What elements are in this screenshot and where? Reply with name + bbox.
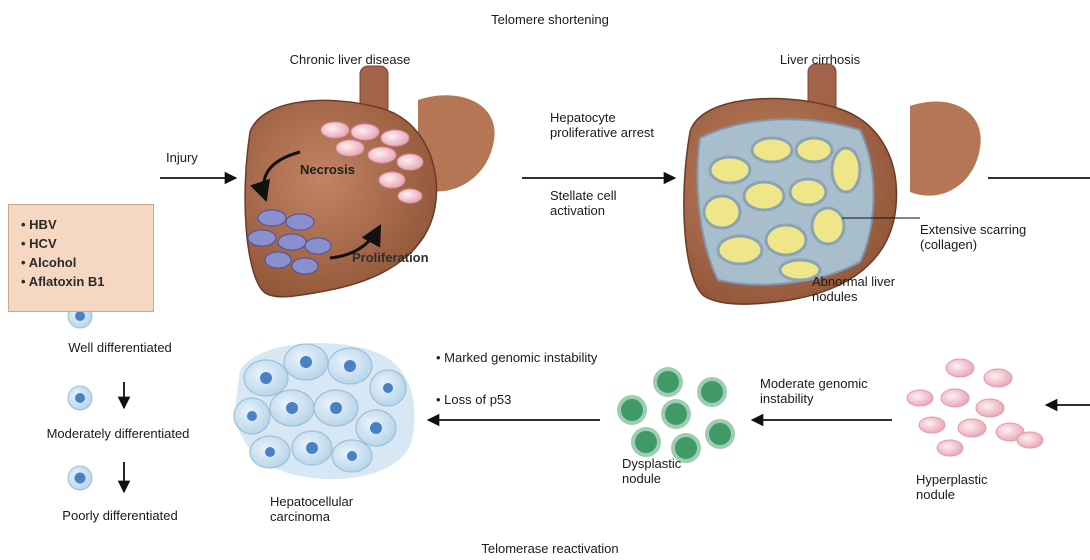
hepatocyte-arrest-label: Hepatocyte proliferative arrest: [550, 110, 670, 140]
loss-p53-label: • Loss of p53: [436, 392, 596, 407]
necrosis-label: Necrosis: [300, 162, 355, 177]
poorly-differentiated-label: Poorly differentiated: [20, 508, 220, 523]
dysplastic-cells: [619, 369, 733, 461]
risk-factor-item: HBV: [21, 215, 153, 234]
telomere-shortening-label: Telomere shortening: [440, 12, 660, 27]
liver-cirrhosis: [684, 64, 981, 304]
hyperplastic-cells: [907, 359, 1043, 456]
hcc-cell-cluster: [234, 343, 415, 479]
liver-cirrhosis-title: Liver cirrhosis: [760, 52, 880, 67]
moderate-instability-label: Moderate genomic instability: [760, 376, 890, 406]
risk-factor-item: Alcohol: [21, 253, 153, 272]
hyperplastic-nodule-label: Hyperplastic nodule: [916, 472, 1026, 502]
marked-instability-label: • Marked genomic instability: [436, 350, 596, 365]
telomerase-reactivation-label: Telomerase reactivation: [440, 541, 660, 556]
risk-factor-item: Aflatoxin B1: [21, 272, 153, 291]
injury-label: Injury: [166, 150, 198, 165]
moderately-differentiated-label: Moderately differentiated: [4, 426, 232, 441]
differentiation-cells: [68, 304, 92, 490]
chronic-liver-disease-title: Chronic liver disease: [270, 52, 430, 67]
abnormal-nodules-label: Abnormal liver nodules: [812, 274, 922, 304]
proliferation-label: Proliferation: [352, 250, 429, 265]
dysplastic-nodule-label: Dysplastic nodule: [622, 456, 712, 486]
risk-factor-item: HCV: [21, 234, 153, 253]
hcc-label: Hepatocellular carcinoma: [270, 494, 390, 524]
risk-factor-box: HBV HCV Alcohol Aflatoxin B1: [8, 204, 154, 312]
well-differentiated-label: Well differentiated: [20, 340, 220, 355]
stellate-activation-label: Stellate cell activation: [550, 188, 660, 218]
extensive-scarring-label: Extensive scarring (collagen): [920, 222, 1070, 252]
